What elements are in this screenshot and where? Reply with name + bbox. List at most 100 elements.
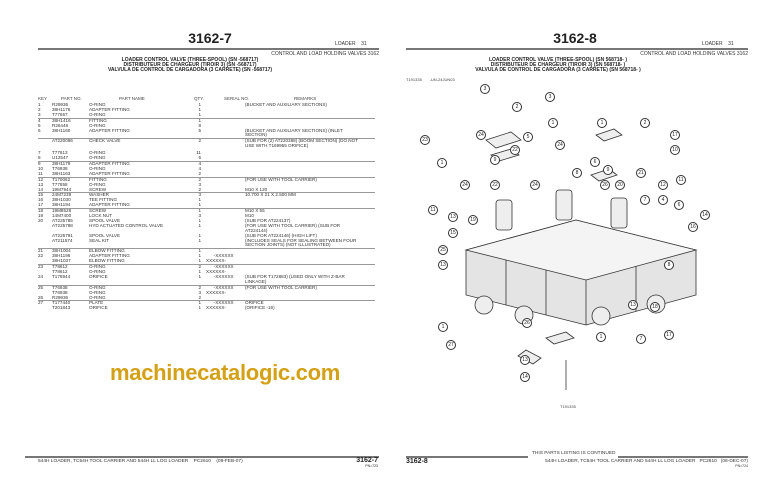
cell-key xyxy=(38,306,52,311)
callout-number: 13 xyxy=(438,260,448,270)
cell-key: 24 xyxy=(38,273,44,279)
callout-number: 17 xyxy=(670,130,680,140)
cell-serial: -XXXXXX xyxy=(206,274,234,279)
left-footer-page: 3162-7 PN=723 xyxy=(340,457,378,468)
cell-part: 38H1416 xyxy=(52,117,71,123)
cell-qty: 1 xyxy=(198,106,201,112)
cell-part: T77613 xyxy=(52,150,68,156)
cell-name: O-RING xyxy=(89,284,106,290)
cell-name: SPOOL VALVE xyxy=(89,232,121,238)
cell-remarks: (SUB FOR T172883) (USED ONLY WITH Z-BAR … xyxy=(245,273,345,284)
callout-number: 14 xyxy=(520,372,530,382)
footer-rule-left xyxy=(406,456,528,458)
figure-caption: T191335 xyxy=(560,404,576,409)
cell-qty: 1 xyxy=(198,222,201,228)
cell-part: T76938 xyxy=(52,289,68,295)
cell-qty: 1 xyxy=(198,197,201,203)
cell-remarks: (INCLUDES SEALS FOR SEALING BETWEEN FOUR… xyxy=(245,237,357,248)
cell-name: O-RING xyxy=(89,165,106,171)
cell-key: 2 xyxy=(38,106,41,112)
callout-number: 5 xyxy=(523,132,533,142)
cell-qty: 4 xyxy=(198,165,201,171)
cell-name: ORIFICE xyxy=(89,273,108,279)
footer-pn: PN=724 xyxy=(735,464,748,468)
cell-serial xyxy=(201,224,245,234)
cell-qty: 2 xyxy=(198,294,201,300)
callout-number: 1 xyxy=(437,158,447,168)
callout-number: 8 xyxy=(664,260,674,270)
continued-note: THIS PARTS LISTING IS CONTINUED xyxy=(532,451,616,456)
cell-key: 9 xyxy=(38,160,41,166)
cell-name: ELBOW FITTING xyxy=(89,248,125,254)
cell-name: ADAPTER FITTING xyxy=(89,170,130,176)
cell-serial xyxy=(201,129,245,139)
cell-name: ADAPTER FITTING xyxy=(89,253,130,259)
valve-exploded-diagram xyxy=(464,128,698,390)
cell-remarks: M10 X 55 xyxy=(245,208,265,214)
cell-part: R29936 xyxy=(52,102,69,107)
section-label: LOADER xyxy=(335,41,356,47)
cell-qty: 6 xyxy=(198,155,201,161)
callout-number: 1 xyxy=(596,332,606,342)
cell-name: CHECK VALVE xyxy=(89,138,121,144)
cell-key: 1 xyxy=(38,102,41,107)
callout-number: 24 xyxy=(476,130,486,140)
cell-serial: -XXXXXX xyxy=(206,285,234,290)
cell-qty: 1 xyxy=(198,300,201,306)
cell-key: 8 xyxy=(38,155,41,161)
cell-part: T76938 xyxy=(52,284,68,290)
footer-catalog: PC2610 xyxy=(193,459,211,464)
cell-remarks: (BUCKET AND AUXILIARY SECTIONS) (INLET S… xyxy=(245,127,343,138)
callout-number: 18 xyxy=(650,302,660,312)
cell-part: AT211574 xyxy=(52,237,73,243)
callout-number: 4 xyxy=(658,195,668,205)
cell-part: T77657 xyxy=(52,111,68,117)
heading-en: LOADER CONTROL VALVE (THREE-SPOOL) (SN -… xyxy=(121,57,259,63)
cell-name: O-RING xyxy=(89,122,106,128)
callout-number: 11 xyxy=(428,205,438,215)
cell-part: 38H1163 xyxy=(52,170,71,176)
callout-number: 21 xyxy=(636,168,646,178)
cell-part: 38H1037 xyxy=(52,258,71,264)
callout-number: 10 xyxy=(670,145,680,155)
right-group-title: CONTROL AND LOAD HOLDING VALVES 3162 xyxy=(640,51,748,57)
footer-rule xyxy=(25,456,379,458)
footer-title: 544H LOADER, TC54H TOOL CARRIER AND 544H… xyxy=(38,459,189,464)
callout-number: 14 xyxy=(700,210,710,220)
footer-rule-right xyxy=(618,456,748,458)
cell-key: 15 xyxy=(38,192,44,198)
callout-number: 23 xyxy=(420,135,430,145)
callout-number: 22 xyxy=(510,145,520,155)
cell-name: ELBOW FITTING xyxy=(89,258,125,264)
callout-number: 13 xyxy=(520,355,530,365)
callout-number: 24 xyxy=(530,180,540,190)
callout-number: 17 xyxy=(664,330,674,340)
callout-number: 24 xyxy=(555,140,565,150)
cell-key: 17 xyxy=(38,202,44,208)
cell-key: 22 xyxy=(38,253,44,259)
cell-qty: 1 xyxy=(198,253,201,259)
cell-remarks: (FOR USE WITH TOOL CARRIER) xyxy=(245,176,317,182)
cell-qty: 3 xyxy=(198,289,201,295)
cell-qty: 8 xyxy=(198,122,201,128)
callout-number: 16 xyxy=(688,222,698,232)
cell-key: 5 xyxy=(38,122,41,128)
callout-number: 1 xyxy=(438,322,448,332)
cell-serial: -XXXXXX xyxy=(206,265,234,270)
footer-date: (08-DEC-07) xyxy=(720,459,748,464)
cell-qty: 1 xyxy=(198,111,201,117)
cell-part: 38H1176 xyxy=(52,106,71,112)
table-header: KEY PART NO. PART NAME QTY. SERIAL NO. R… xyxy=(38,96,316,101)
cell-part: T176944 xyxy=(52,273,71,279)
heading-es: VALVULA DE CONTROL DE CARGADORA (3 CARRE… xyxy=(475,67,641,74)
callout-number: 3 xyxy=(545,92,555,102)
cell-serial xyxy=(201,139,245,149)
